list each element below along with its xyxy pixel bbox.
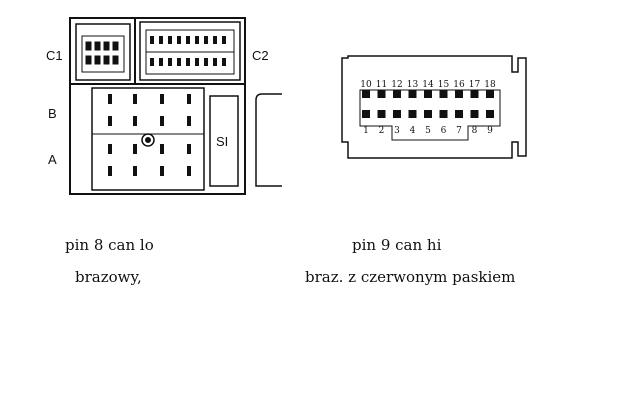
iso-outer-frame (69, 17, 246, 195)
label-a: A (48, 152, 57, 167)
c1-block (75, 23, 131, 81)
obd-pin-label-17: 17 (469, 80, 481, 90)
obd-pin-label-18: 18 (484, 80, 496, 90)
obd-pin-label-8: 8 (472, 126, 478, 136)
obd-pin-label-13: 13 (407, 80, 419, 90)
obd-pin-label-1: 1 (363, 126, 369, 136)
obd-pin-label-6: 6 (441, 126, 447, 136)
ab-block (91, 87, 205, 191)
caption-pin9-color: braz. z czerwonym paskiem (305, 268, 516, 286)
side-bracket (255, 93, 282, 187)
obd-pin-18 (486, 90, 494, 98)
obd-pin-label-3: 3 (394, 126, 400, 136)
obd-pin-8 (470, 110, 479, 118)
iso-connector (69, 17, 246, 195)
obd-pin-3 (393, 110, 401, 118)
si-fuse-holder (209, 95, 239, 187)
obd-inner-outline (359, 89, 501, 141)
obd-pin-11 (377, 90, 386, 98)
obd-pin-14 (424, 90, 432, 98)
label-c2: C2 (252, 48, 269, 63)
obd-pin-6 (439, 110, 448, 118)
obd-pin-5 (424, 110, 432, 118)
c2-block (139, 21, 241, 81)
obd-pin-12 (393, 90, 401, 98)
caption-pin9: pin 9 can hi (352, 236, 442, 254)
obd-pin-label-4: 4 (410, 126, 416, 136)
caption-pin8-color: brazowy, (75, 268, 142, 286)
obd-pin-label-2: 2 (379, 126, 385, 136)
obd-pin-1 (362, 110, 370, 118)
obd-pin-10 (362, 90, 370, 98)
label-si: SI (216, 134, 228, 149)
label-c1: C1 (46, 48, 63, 63)
obd-pin-17 (470, 90, 479, 98)
obd-pin-label-14: 14 (422, 80, 434, 90)
obd-pin-label-7: 7 (456, 126, 462, 136)
obd-pin-13 (408, 90, 417, 98)
obd-pin-4 (408, 110, 417, 118)
obd-pin-16 (455, 90, 463, 98)
obd-pin-label-5: 5 (425, 126, 431, 136)
obd-pin-2 (377, 110, 386, 118)
obd-pin-label-11: 11 (376, 80, 387, 90)
obd-pin-label-16: 16 (453, 80, 465, 90)
obd-pin-9 (486, 110, 494, 118)
obd-pin-label-15: 15 (438, 80, 450, 90)
obd-pin-label-12: 12 (391, 80, 402, 90)
label-b: B (48, 106, 57, 121)
obd-pin-label-10: 10 (360, 80, 372, 90)
obd-outline (341, 55, 527, 159)
caption-pin8: pin 8 can lo (65, 236, 154, 254)
obd-pin-7 (455, 110, 463, 118)
obd-pin-15 (439, 90, 448, 98)
obd-pin-label-9: 9 (487, 126, 493, 136)
